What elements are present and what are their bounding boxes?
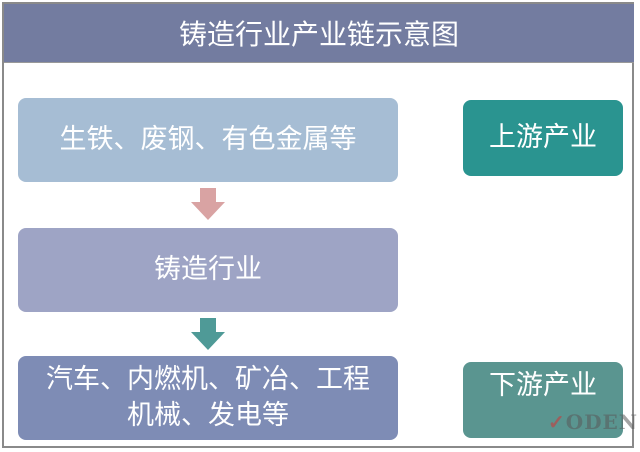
watermark-logo: ✓ODEN bbox=[548, 410, 639, 434]
downstream-industry-label: 下游产业 bbox=[463, 362, 623, 438]
upstream-materials-box: 生铁、废钢、有色金属等 bbox=[18, 98, 398, 182]
downstream-applications-box: 汽车、内燃机、矿冶、工程机械、发电等 bbox=[18, 356, 398, 440]
diagram-frame bbox=[2, 2, 634, 448]
down-arrow-icon bbox=[191, 188, 225, 220]
diagram-title: 铸造行业产业链示意图 bbox=[4, 4, 634, 63]
upstream-industry-label: 上游产业 bbox=[463, 100, 623, 176]
foundry-industry-box: 铸造行业 bbox=[18, 228, 398, 312]
down-arrow-icon bbox=[191, 318, 225, 350]
